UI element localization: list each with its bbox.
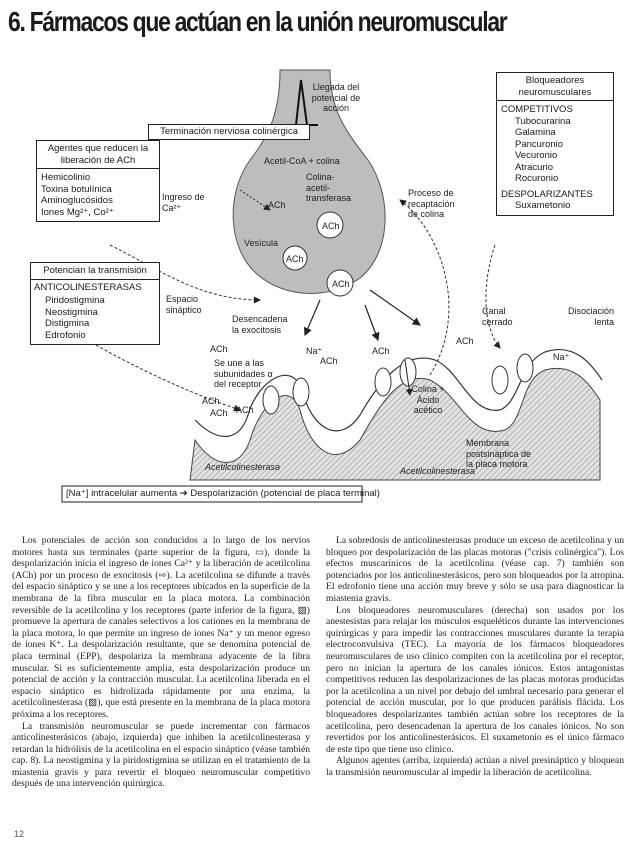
text-column-right: La sobredosis de anticolinesterasas prod…	[326, 535, 624, 778]
label-ach-9: ACh	[320, 356, 338, 366]
postsynaptic-membrane	[189, 367, 601, 481]
label-ach-10: ACh	[372, 346, 390, 356]
box-reduce-header: Agentes que reducen la liberación de ACh	[37, 141, 159, 169]
paragraph: La sobredosis de anticolinesterasas prod…	[326, 535, 624, 604]
vesicle	[326, 269, 354, 297]
reduce-item: Iones Mg²⁺, Co²⁺	[41, 206, 114, 218]
label-acetilcoa: Acetil-CoA + colina	[264, 156, 340, 166]
bloq-item: Vecuronio	[515, 150, 558, 161]
bloq-item: Tubocurarina	[515, 115, 571, 127]
label-ach-3: ACh	[286, 254, 304, 264]
receptor	[262, 385, 280, 415]
terminacion-label: Terminación nerviosa colinérgica	[160, 126, 298, 137]
vesicle	[282, 245, 308, 271]
label-proceso: Proceso de recaptación de colina	[408, 188, 455, 219]
box-potencian-header: Potencian la transmisión	[31, 263, 159, 280]
text-column-left: Los potenciales de acción son conducidos…	[12, 535, 310, 790]
page-number: 12	[14, 829, 25, 839]
potencian-item: Edrofonio	[45, 329, 86, 341]
receptor	[491, 365, 509, 395]
label-espacio: Espacio sináptico	[166, 294, 202, 315]
bloq-item: Atracurio	[515, 161, 554, 173]
label-ach-2: ACh	[322, 221, 340, 231]
label-na-1: Na⁺	[306, 346, 323, 356]
vesicle	[316, 211, 344, 239]
label-ach-11: ACh	[456, 336, 474, 346]
label-ach-4: ACh	[332, 279, 350, 289]
reduce-item: Toxina botulínica	[41, 183, 112, 195]
label-membrana: Membrana postsináptica de la placa motor…	[466, 438, 532, 469]
bloq-item: Rocuronio	[515, 173, 559, 184]
bloq-item: Pancuronio	[515, 138, 564, 150]
bloq-group-competitivos: COMPETITIVOS	[501, 104, 573, 115]
label-ach-8: ACh	[236, 405, 254, 415]
label-colina-acetil: Colina-acetil-transferasa	[306, 172, 352, 203]
paragraph: Los potenciales de acción son conducidos…	[12, 535, 310, 720]
box-bloqueadores-header: Bloqueadores neuromusculares	[497, 73, 613, 101]
label-colina-acido: Colina + Ácido acético	[411, 384, 445, 415]
label-se-une: Se une a las subunidades α del receptor	[214, 358, 273, 389]
bloq-item: Suxametonio	[515, 200, 571, 211]
label-ach-7: ACh	[210, 408, 228, 418]
receptor	[374, 367, 392, 397]
box-potencian: Potencian la transmisión ANTICOLINESTERA…	[30, 262, 160, 345]
label-ach-5: ACh	[210, 344, 228, 354]
receptor	[292, 377, 310, 407]
label-disociacion: Disociación lenta	[567, 306, 614, 327]
label-acetilcolinesterasa-2: Acetilcolinesterasa	[400, 466, 476, 476]
potencian-subheader: ANTICOLINESTERASAS	[34, 281, 142, 293]
label-acetilcolinesterasa-1: Acetilcolinesterasa	[205, 462, 281, 472]
label-ach-6: ACh	[202, 396, 220, 406]
potencian-item: Piridostigmina	[45, 295, 105, 306]
bloq-item: Galamina	[515, 127, 556, 138]
potencian-item: Distigmina	[45, 318, 90, 329]
label-na-2: Na⁺	[553, 352, 570, 362]
box-terminacion: Terminación nerviosa colinérgica	[148, 124, 310, 140]
paragraph: Los bloqueadores neuromusculares (derech…	[326, 604, 624, 755]
neuromuscular-junction-figure	[61, 69, 603, 503]
reduce-item: Hemicolinio	[41, 172, 91, 183]
reduce-item: Aminoglucósidos	[41, 195, 113, 206]
label-vesicula: Vesícula	[244, 238, 279, 248]
box-reduce-ach: Agentes que reducen la liberación de ACh…	[36, 140, 160, 222]
label-canal: Canal cerrado	[482, 306, 513, 327]
bloq-group-despolarizantes: DESPOLARIZANTES	[501, 188, 593, 200]
label-llegada: Llegada del potencial de acción	[311, 82, 361, 113]
box-bloqueadores: Bloqueadores neuromusculares COMPETITIVO…	[496, 72, 614, 216]
page-title: 6. Fármacos que actúan en la unión neuro…	[8, 6, 508, 37]
label-desencadena: Desencadena la exocitosis	[232, 314, 288, 335]
receptor	[516, 353, 534, 383]
label-ach-1: ACh	[268, 200, 286, 210]
label-ingreso: Ingreso de Ca²⁺	[162, 192, 205, 213]
potencian-item: Neostigmina	[45, 306, 98, 318]
receptor	[399, 357, 417, 387]
bottom-label-box	[61, 485, 363, 503]
label-bottom: [Na⁺] intracelular aumenta ➔ Despolariza…	[66, 488, 380, 499]
paragraph: Algunos agentes (arriba, izquierda) actú…	[326, 755, 624, 778]
paragraph: La transmisión neuromuscular se puede in…	[12, 720, 310, 790]
